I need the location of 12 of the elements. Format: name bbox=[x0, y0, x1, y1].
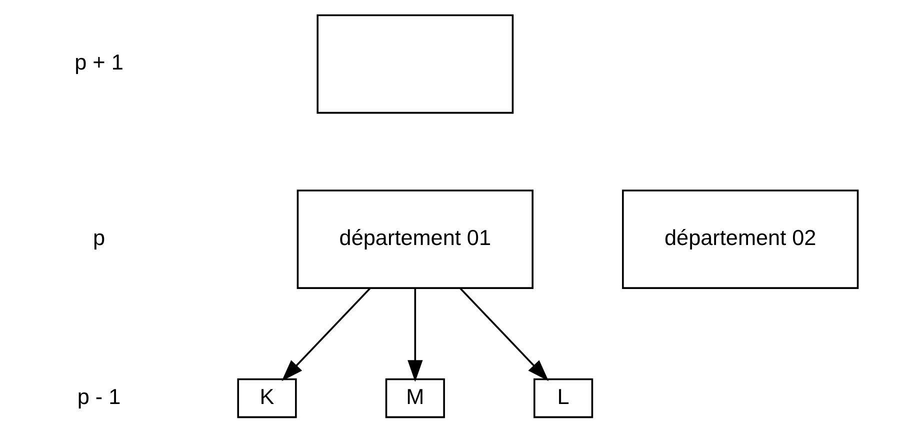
arrow bbox=[407, 288, 422, 382]
node-box: M bbox=[384, 378, 444, 418]
label: p bbox=[92, 224, 105, 250]
node-box: département 01 bbox=[296, 190, 533, 289]
node-box: département 02 bbox=[622, 190, 858, 289]
node-box: K bbox=[236, 378, 296, 418]
node-box: L bbox=[533, 378, 593, 418]
arrow bbox=[281, 288, 370, 382]
arrow bbox=[459, 288, 548, 382]
node-box bbox=[316, 14, 514, 114]
label: p - 1 bbox=[76, 384, 120, 409]
label: p + 1 bbox=[74, 50, 123, 75]
